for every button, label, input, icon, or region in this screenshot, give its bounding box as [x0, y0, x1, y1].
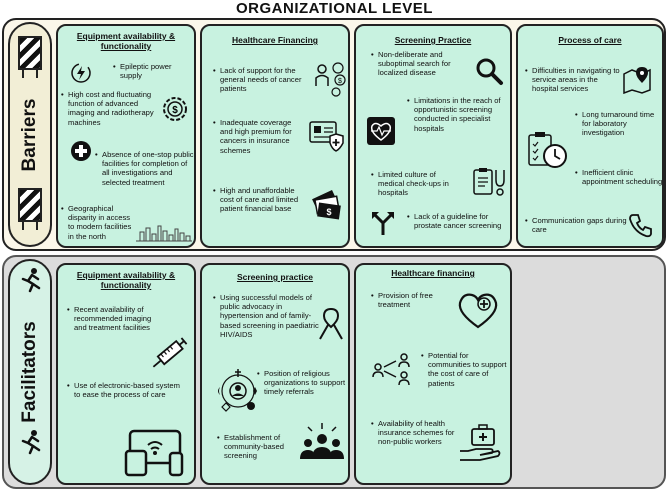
- list-item: •Non-deliberate and suboptimal search fo…: [371, 50, 451, 78]
- money-bills-icon: $: [308, 188, 346, 226]
- card-title: Equipment availability & functionality: [76, 31, 176, 51]
- community-group-icon: [298, 421, 346, 463]
- list-item: •High and unaffordable cost of care and …: [213, 186, 299, 214]
- list-item: •Recent availability of recommended imag…: [67, 305, 152, 333]
- list-item: •Lack of support for the general needs o…: [213, 66, 302, 94]
- medical-checkup-icon: [470, 166, 506, 198]
- facilitators-equipment-card: Equipment availability & functionality •…: [56, 263, 196, 485]
- barriers-financing-card: Healthcare Financing •Lack of support fo…: [200, 24, 350, 248]
- religious-symbols-icon: [214, 367, 262, 415]
- list-item: •Provision of free treatment: [371, 291, 433, 310]
- list-item: •Difficulties in navigating to service a…: [525, 66, 620, 94]
- list-item: •Long turnaround time for laboratory inv…: [575, 110, 655, 138]
- barricade-icon: [18, 36, 42, 78]
- list-item: •Potential for communities to support th…: [421, 351, 507, 388]
- list-item: •Limited culture of medical check-ups in…: [371, 170, 449, 198]
- magnifier-icon: [474, 56, 504, 86]
- hand-medkit-icon: [458, 423, 502, 461]
- facilitators-screening-card: Screening practice •Using successful mod…: [200, 263, 350, 485]
- card-title: Equipment availability & functionality: [76, 270, 176, 290]
- barriers-side-label: Barriers: [8, 22, 52, 247]
- heart-monitor-icon: [366, 116, 396, 146]
- city-skyline-icon: [136, 224, 192, 242]
- svg-text:$: $: [326, 207, 331, 217]
- list-item: •Using successful models of public advoc…: [213, 293, 319, 339]
- facilitators-label: Facilitators: [19, 321, 40, 423]
- list-item: •Absence of one-stop public facilities f…: [95, 150, 194, 187]
- syringe-icon: [148, 331, 194, 373]
- list-item: •Inefficient clinic appointment scheduli…: [575, 168, 663, 187]
- barriers-band: Barriers Equipment availability & functi…: [2, 18, 666, 251]
- list-item: •Epileptic power supply: [113, 62, 172, 81]
- svg-text:$: $: [338, 78, 342, 85]
- clipboard-clock-icon: [526, 130, 568, 172]
- lightning-plug-icon: [70, 62, 92, 84]
- barriers-equipment-card: Equipment availability & functionality •…: [56, 24, 196, 248]
- list-item: •Availability of health insurance scheme…: [371, 419, 455, 447]
- list-item: •Limitations in the reach of opportunist…: [407, 96, 501, 133]
- hospital-cross-icon: [70, 140, 92, 162]
- barriers-process-card: Process of care •Difficulties in navigat…: [516, 24, 664, 248]
- people-money-icon: $: [310, 60, 346, 98]
- dollar-gear-icon: $: [160, 94, 190, 124]
- barriers-screening-card: Screening Practice •Non-deliberate and s…: [354, 24, 512, 248]
- card-title: Healthcare Financing: [232, 35, 318, 45]
- heart-cross-icon: [456, 291, 500, 329]
- awareness-ribbon-icon: [316, 305, 346, 343]
- card-title: Screening practice: [236, 272, 314, 282]
- split-arrows-icon: [370, 210, 396, 236]
- list-item: •Communication gaps during care: [525, 216, 627, 235]
- svg-text:$: $: [172, 105, 178, 116]
- phone-icon: [628, 212, 654, 238]
- list-item: •High cost and fluctuating function of a…: [61, 90, 154, 127]
- list-item: •Use of electronic-based system to ease …: [67, 381, 180, 400]
- list-item: •Inadequate coverage and high premium fo…: [213, 118, 292, 155]
- card-title: Healthcare financing: [391, 268, 475, 278]
- running-person-icon: [18, 267, 44, 293]
- network-people-icon: [370, 351, 414, 389]
- insurance-card-icon: [308, 118, 346, 152]
- list-item: •Position of religious organizations to …: [257, 369, 346, 397]
- map-pin-icon: [622, 64, 652, 94]
- card-title: Process of care: [558, 35, 622, 45]
- facilitators-band: Facilitators Equipment availability & fu…: [2, 255, 666, 489]
- barriers-label: Barriers: [19, 98, 40, 171]
- card-title: Screening Practice: [394, 35, 472, 45]
- list-item: •Geographical disparity in access to mod…: [61, 204, 132, 241]
- devices-wifi-icon: [124, 421, 188, 477]
- running-person-icon: [18, 429, 44, 455]
- facilitators-financing-card: Healthcare financing •Provision of free …: [354, 263, 512, 485]
- page-title: ORGANIZATIONAL LEVEL: [236, 0, 433, 17]
- list-item: •Lack of a guideline for prostate cancer…: [407, 212, 502, 231]
- barricade-icon: [18, 188, 42, 230]
- list-item: •Establishment of community-based screen…: [217, 433, 284, 461]
- facilitators-side-label: Facilitators: [8, 259, 52, 485]
